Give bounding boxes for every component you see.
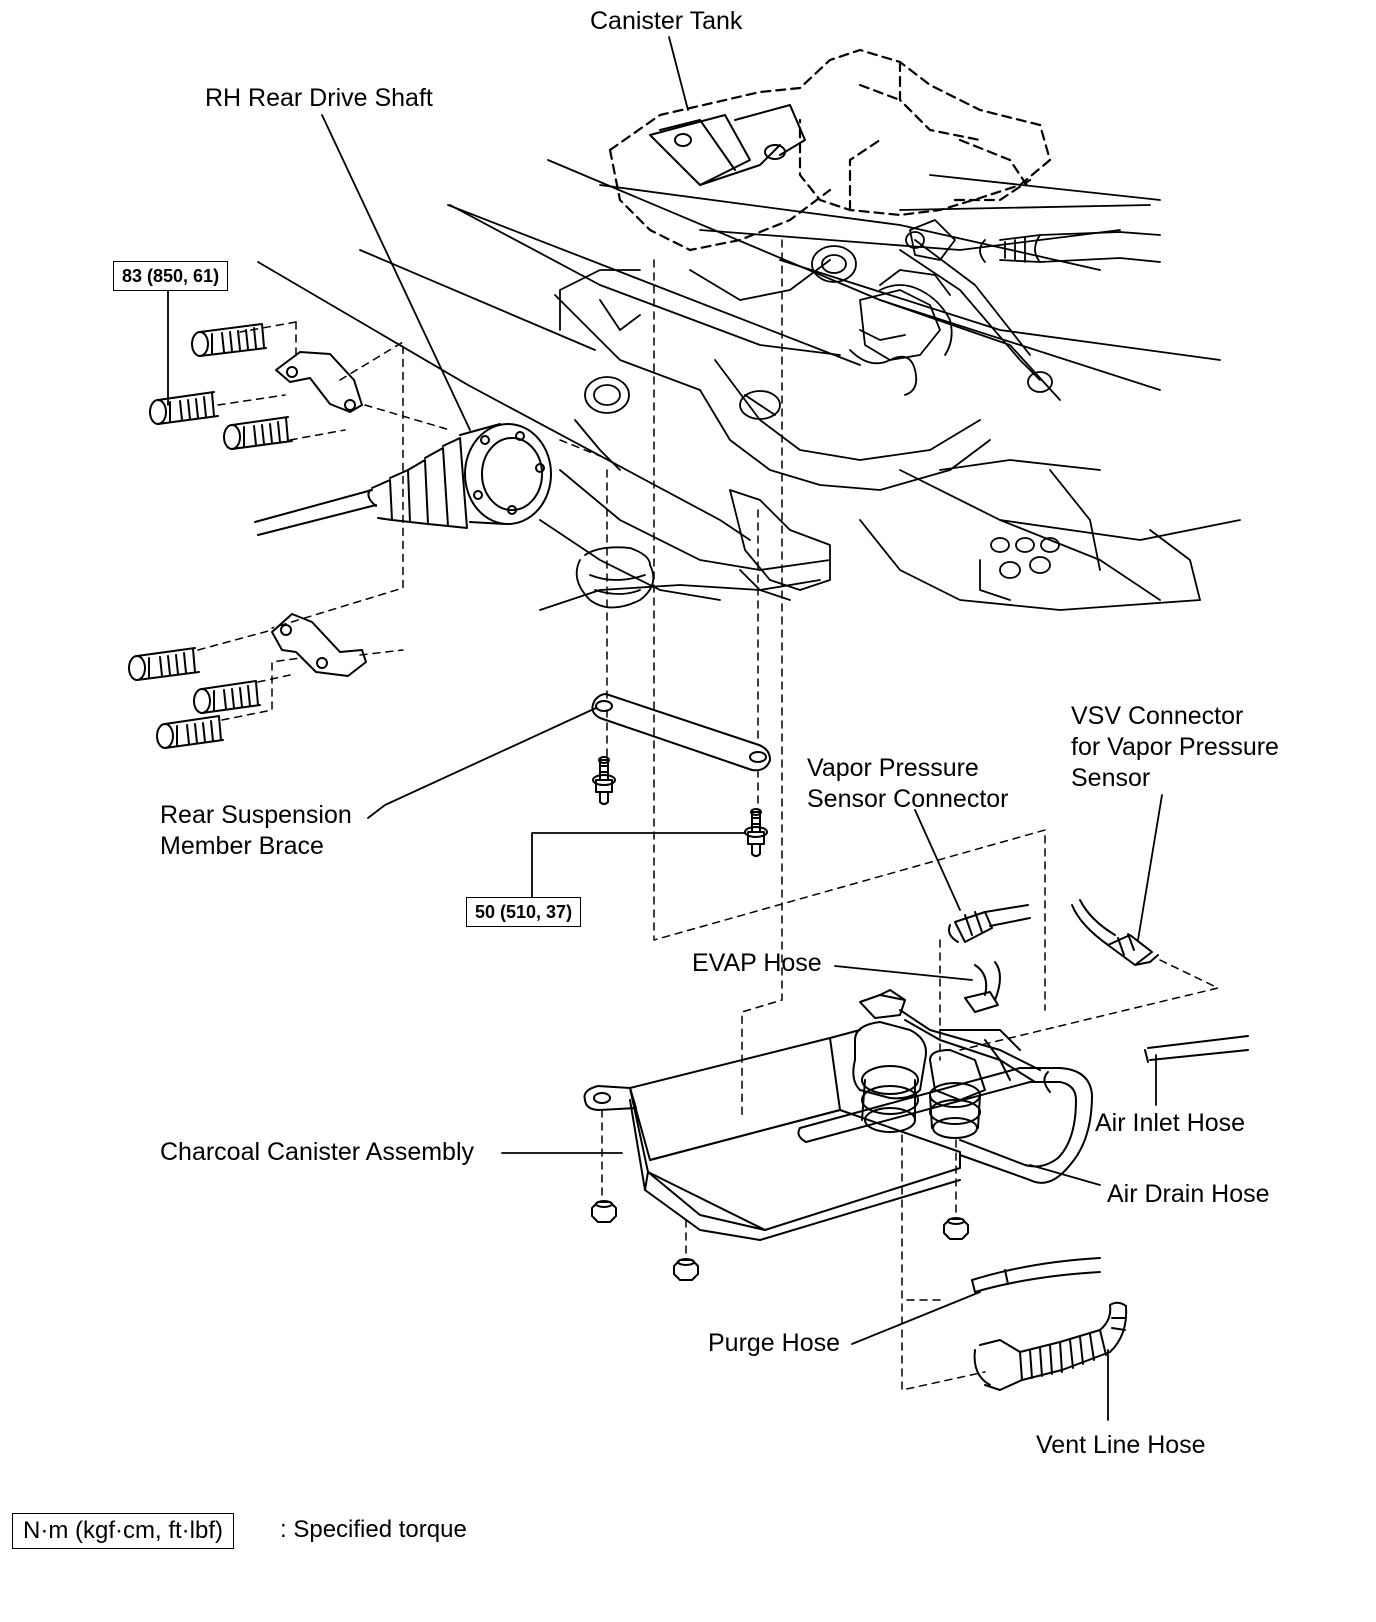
brace-bolt-left	[593, 757, 615, 804]
rh-rear-drive-shaft	[255, 424, 551, 535]
leader-purge-hose	[852, 1292, 980, 1344]
leader-vapor-pressure-sensor	[915, 810, 960, 910]
label-vent-line-hose: Vent Line Hose	[1036, 1431, 1206, 1459]
lower-bolt-3	[157, 716, 223, 748]
label-vsv-connector: VSV Connector for Vapor Pressure Sensor	[1071, 702, 1279, 792]
air-inlet-hose-part	[1145, 1036, 1248, 1062]
vapor-pressure-sensor-connector-part	[949, 905, 1030, 942]
leader-rear-suspension-brace	[368, 708, 596, 818]
vsv-connector-part	[1072, 900, 1158, 965]
charcoal-canister-body	[585, 1030, 960, 1240]
leader-torque-83	[258, 262, 750, 540]
vehicle-body-structure	[360, 160, 1240, 610]
leader-vsv-connector	[1138, 795, 1162, 940]
upper-bolt-2	[150, 392, 218, 424]
evap-hose-part	[965, 962, 1000, 1012]
label-air-inlet-hose: Air Inlet Hose	[1095, 1109, 1246, 1137]
label-vapor-pressure-sensor-connector: Vapor Pressure Sensor Connector	[807, 754, 1009, 813]
legend-unit-box: N·m (kgf·cm, ft·lbf)	[12, 1513, 234, 1549]
legend-description: : Specified torque	[280, 1516, 467, 1543]
brace-bolt-right	[745, 809, 767, 856]
label-purge-hose: Purge Hose	[708, 1329, 841, 1357]
purge-hose-part	[972, 1258, 1100, 1292]
label-rh-rear-drive-shaft: RH Rear Drive Shaft	[205, 84, 433, 112]
canister-nuts	[592, 1201, 968, 1280]
leader-lines	[168, 37, 1162, 1420]
leader-torque-50	[532, 833, 745, 900]
upper-bolt-3	[224, 417, 292, 449]
torque-spec-brace: 50 (510, 37)	[466, 897, 582, 927]
upper-bolt-1	[192, 324, 266, 356]
label-canister-tank: Canister Tank	[590, 7, 743, 35]
alignment-dashed-lines	[198, 240, 1218, 1390]
leader-canister-tank	[669, 37, 688, 110]
upper-flange-washer	[276, 352, 362, 412]
vent-line-hose-part	[975, 1303, 1127, 1390]
rear-suspension-member-brace	[592, 694, 770, 770]
label-rear-suspension-member-brace: Rear Suspension Member Brace	[160, 801, 352, 860]
lower-bolt-2	[194, 681, 260, 713]
label-air-drain-hose: Air Drain Hose	[1107, 1180, 1270, 1208]
leader-evap-hose	[835, 966, 972, 980]
canister-tank-outline	[610, 50, 1050, 250]
canister-tank-bracket	[650, 105, 805, 185]
label-evap-hose: EVAP Hose	[692, 949, 822, 977]
label-charcoal-canister-assembly: Charcoal Canister Assembly	[160, 1138, 475, 1166]
lower-flange-washer	[272, 614, 366, 676]
torque-spec-drive-shaft: 83 (850, 61)	[113, 261, 229, 291]
leader-air-drain-hose	[1030, 1165, 1100, 1185]
lower-bolt-1	[129, 648, 199, 680]
canister-valve-assembly	[798, 990, 1092, 1183]
leader-rh-rear-drive-shaft	[322, 115, 470, 430]
